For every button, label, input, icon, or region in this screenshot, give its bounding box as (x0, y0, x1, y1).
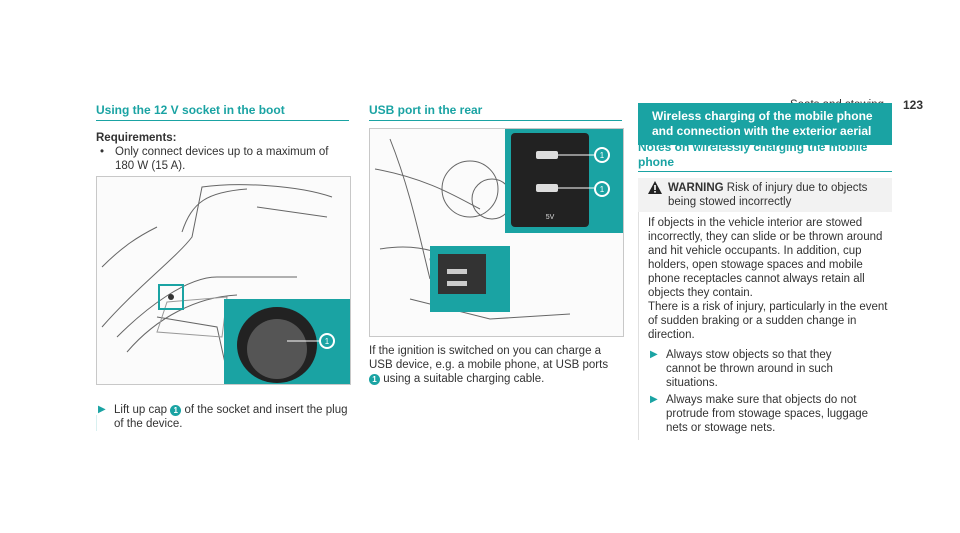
warning-bullet-2: Always make sure that objects do not pro… (666, 394, 869, 434)
warning-paragraph-1: If objects in the vehicle interior are s… (648, 217, 883, 299)
section-rule (638, 171, 892, 172)
section-title-12v-socket: Using the 12 V socket in the boot (96, 103, 285, 117)
step-arrow-icon: ▶ (650, 394, 658, 405)
warning-message: Risk of injury due to objects being stow… (668, 182, 868, 208)
step-instruction: Lift up cap 1 of the socket and insert t… (114, 403, 349, 431)
warning-side-border (638, 212, 639, 440)
svg-text:1: 1 (325, 337, 330, 346)
usb-text-b: using a suitable charging cable. (383, 373, 545, 385)
usb-text-a: If the ignition is switched on you can c… (369, 345, 609, 371)
warning-paragraph-2: There is a risk of injury, particularly … (648, 301, 888, 341)
page-number: 123 (903, 98, 924, 112)
section-rule (96, 120, 349, 121)
usb-illustration: 1 1 5V (374, 129, 623, 320)
requirements-item: Only connect devices up to a maximum of … (115, 146, 329, 172)
boot-illustration: 1 (101, 184, 350, 384)
requirements-label: Requirements: (96, 132, 177, 144)
wireless-charging-banner: Wireless charging of the mobile phone an… (638, 103, 892, 145)
callout-badge: 1 (170, 405, 182, 416)
step-arrow-icon: ▶ (98, 404, 106, 415)
boot-socket-figure: 1 (96, 176, 351, 385)
warning-header-box (638, 178, 892, 212)
section-title-usb: USB port in the rear (369, 103, 483, 117)
step-arrow-icon: ▶ (650, 349, 658, 360)
warning-label: WARNING (668, 182, 724, 194)
svg-text:1: 1 (600, 185, 605, 194)
step-text-a: Lift up cap (114, 404, 168, 416)
usb-voltage-label: 5V (546, 214, 555, 221)
warning-triangle-icon (648, 181, 662, 199)
notes-title: Notes on wirelessly charging the mobile … (638, 140, 868, 169)
warning-bullet-1: Always stow objects so that they cannot … (666, 349, 833, 389)
step-text-b: of the socket and insert the plug of the… (114, 404, 348, 430)
section-rule (369, 120, 622, 121)
svg-text:1: 1 (600, 151, 605, 160)
warning-text: WARNING Risk of injury due to objects be… (668, 181, 886, 209)
bullet-icon: • (100, 146, 105, 158)
socket-highlight-frame (158, 284, 184, 310)
callout-badge: 1 (369, 374, 380, 385)
usb-body-text: If the ignition is switched on you can c… (369, 344, 622, 386)
usb-port-figure: 1 1 5V (369, 128, 624, 337)
step-marker-line (96, 415, 97, 431)
